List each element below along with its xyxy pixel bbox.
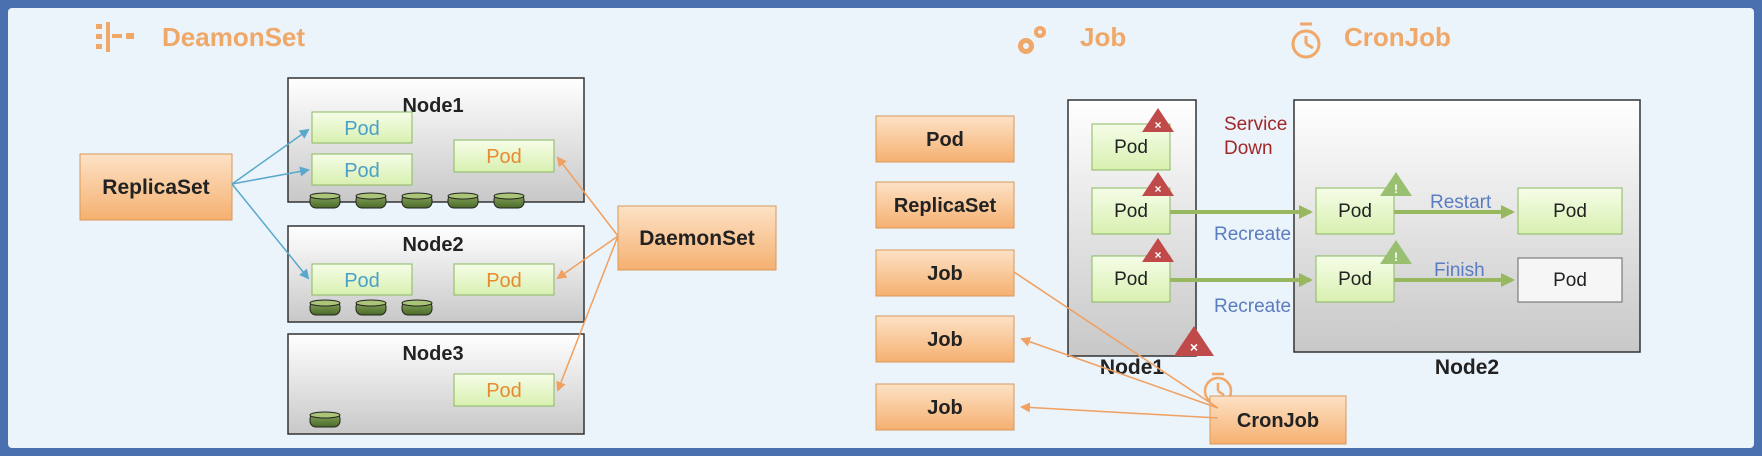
node2-pod-1: Pod	[311, 263, 413, 296]
svg-text:Pod: Pod	[1338, 269, 1372, 290]
error-x-icon: ×	[1142, 238, 1174, 262]
recreate-label-2: Recreate	[1214, 296, 1291, 317]
service-down-label: Service	[1224, 114, 1287, 135]
daemonset-box: DaemonSet	[617, 205, 777, 271]
svg-text:ReplicaSet: ReplicaSet	[102, 176, 209, 199]
legend-pod-box: Pod	[875, 115, 1015, 163]
svg-text:Pod: Pod	[486, 380, 522, 402]
restart-label: Restart	[1430, 192, 1492, 213]
deamonset-title: DeamonSet	[162, 22, 305, 52]
node2-pod-2: Pod	[453, 263, 555, 296]
svg-text:Pod: Pod	[486, 146, 522, 168]
svg-text:DaemonSet: DaemonSet	[639, 227, 755, 250]
warning-icon: !	[1380, 172, 1412, 196]
node1-pod-1: Pod	[311, 111, 413, 144]
svg-text:Pod: Pod	[1338, 201, 1372, 222]
legend-job-box-3: Job	[875, 383, 1015, 431]
svg-text:Pod: Pod	[344, 270, 380, 292]
svg-text:Pod: Pod	[486, 270, 522, 292]
svg-text:×: ×	[1154, 248, 1161, 262]
svg-text:×: ×	[1154, 118, 1161, 132]
svg-text:Pod: Pod	[344, 118, 380, 140]
error-x-icon: ×	[1142, 172, 1174, 196]
cronjob-box: CronJob	[1209, 395, 1347, 445]
svg-text:CronJob: CronJob	[1237, 410, 1319, 432]
daemonset-arrows	[556, 156, 619, 392]
diagram-canvas: DeamonSet Node1 Node2 Node3 Pod Pod Pod …	[8, 8, 1754, 448]
svg-text:Pod: Pod	[1114, 201, 1148, 222]
svg-text:Job: Job	[927, 263, 963, 285]
svg-text:Job: Job	[927, 397, 963, 419]
right-node2-pod-2: Pod	[1517, 187, 1623, 235]
finish-label: Finish	[1434, 260, 1485, 281]
svg-text:!: !	[1394, 250, 1398, 264]
job-title: Job	[1080, 22, 1126, 52]
node3-disks	[309, 411, 341, 428]
svg-text:Pod: Pod	[1114, 137, 1148, 158]
service-down-label-2: Down	[1224, 138, 1273, 159]
node1-disks	[309, 192, 525, 209]
error-x-icon: ×	[1142, 108, 1174, 132]
right-node2-label: Node2	[1435, 356, 1499, 379]
svg-text:!: !	[1394, 182, 1398, 196]
node1-label: Node1	[402, 95, 463, 117]
error-x-icon: ×	[1174, 326, 1214, 356]
legend-job-box-2: Job	[875, 315, 1015, 363]
svg-text:Pod: Pod	[344, 160, 380, 182]
node1-pod-2: Pod	[311, 153, 413, 186]
replicaset-arrows	[231, 128, 310, 280]
legend-job-box-1: Job	[875, 249, 1015, 297]
svg-text:Pod: Pod	[1553, 270, 1587, 291]
node3-pod-1: Pod	[453, 373, 555, 407]
svg-text:Pod: Pod	[1553, 201, 1587, 222]
stopwatch-icon	[1291, 22, 1321, 59]
recreate-label-1: Recreate	[1214, 224, 1291, 245]
recreate-arrows	[1170, 205, 1515, 287]
diagram-svg: DeamonSet Node1 Node2 Node3 Pod Pod Pod …	[79, 22, 1641, 445]
svg-text:Pod: Pod	[926, 129, 964, 151]
node2-label: Node2	[402, 234, 463, 256]
svg-text:Pod: Pod	[1114, 269, 1148, 290]
cronjob-title: CronJob	[1344, 22, 1451, 52]
replicaset-box: ReplicaSet	[79, 153, 233, 221]
svg-text:×: ×	[1190, 339, 1198, 355]
right-node1-label: Node1	[1100, 356, 1165, 379]
node1-pod-3: Pod	[453, 139, 555, 173]
svg-text:×: ×	[1154, 182, 1161, 196]
svg-text:ReplicaSet: ReplicaSet	[894, 195, 997, 217]
right-node2-pod-4: Pod	[1517, 257, 1623, 303]
right-node1-pod-3: Pod	[1091, 255, 1171, 303]
warning-icon: !	[1380, 240, 1412, 264]
svg-text:Job: Job	[927, 329, 963, 351]
deamonset-title-icon	[96, 22, 134, 52]
node3-label: Node3	[402, 343, 463, 365]
gear-icon	[1018, 26, 1046, 54]
node2-disks	[309, 299, 433, 316]
legend-replicaset-box: ReplicaSet	[875, 181, 1015, 229]
cronjob-arrows	[1013, 271, 1219, 419]
